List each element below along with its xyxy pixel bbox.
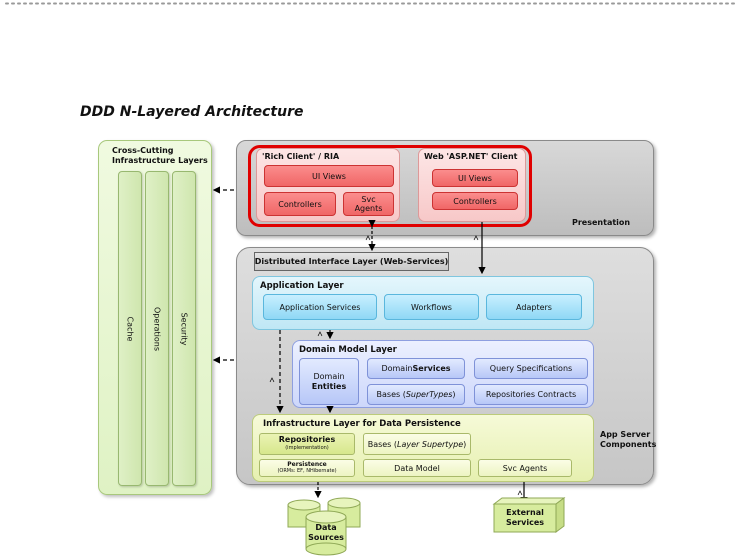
infra-bases-italic: Layer Supertype (397, 439, 464, 449)
security-column: Security (172, 171, 196, 486)
rich-svc-agents-line1: Svc (361, 195, 376, 204)
app-server-line1: App Server (600, 430, 651, 439)
application-services: Application Services (263, 294, 377, 320)
domain-services-bold: Services (412, 364, 451, 373)
rich-client-title: 'Rich Client' / RIA (262, 152, 340, 161)
infra-svc-agents: Svc Agents (478, 459, 572, 477)
domain-bases-prefix: Bases ( (376, 390, 406, 399)
persistence: Persistence (ORMs: EF, NHibernate) (259, 459, 355, 477)
hint-arrow-2 (473, 235, 479, 241)
domain-bases: Bases ( SuperTypes ) (367, 384, 465, 405)
external-services-group (492, 497, 566, 533)
operations-column: Operations (145, 171, 169, 486)
infra-bases: Bases ( Layer Supertype ) (363, 433, 471, 455)
data-sources-line1: Data (315, 523, 337, 532)
external-services-label: External Services (494, 508, 556, 528)
domain-bases-italic: SuperTypes (405, 390, 453, 399)
hint-arrow-5 (517, 490, 523, 496)
infra-bases-suffix: ) (463, 439, 467, 449)
domain-entities: Domain Entities (299, 358, 359, 405)
data-sources-label: Data Sources (306, 523, 346, 543)
app-server-line2: Components (600, 440, 657, 449)
cross-cutting-title: Cross-Cutting Infrastructure Layers (112, 146, 208, 166)
presentation-label: Presentation (572, 218, 631, 227)
domain-model-layer: Domain Model Layer Domain Entities Domai… (292, 340, 594, 408)
infrastructure-layer: Infrastructure Layer for Data Persistenc… (252, 414, 594, 482)
repositories-label: Repositories (278, 435, 336, 444)
rich-ui-views: UI Views (264, 165, 394, 187)
web-client-title: Web 'ASP.NET' Client (424, 152, 518, 161)
top-dotted-divider (5, 2, 739, 5)
repositories-impl: Repositories (implementation) (259, 433, 355, 455)
cross-cutting-title-line1: Cross-Cutting (112, 146, 174, 155)
application-layer-title: Application Layer (260, 281, 344, 291)
domain-entities-line2: Entities (311, 381, 347, 391)
domain-model-title: Domain Model Layer (299, 345, 397, 355)
diagram-title: DDD N-Layered Architecture (80, 104, 304, 120)
rich-controllers: Controllers (264, 192, 336, 216)
external-services-line2: Services (505, 518, 545, 527)
rich-client-box: 'Rich Client' / RIA UI Views Controllers… (256, 148, 400, 222)
cross-cutting-title-line2: Infrastructure Layers (112, 156, 208, 165)
hint-arrow-3 (317, 331, 323, 337)
domain-entities-line1: Domain (313, 371, 345, 381)
domain-services: Domain Services (367, 358, 465, 379)
web-controllers: Controllers (432, 192, 518, 210)
persistence-sub: (ORMs: EF, NHibernate) (277, 468, 337, 474)
rich-svc-agents-line2: Agents (354, 204, 383, 213)
data-model: Data Model (363, 459, 471, 477)
distributed-interface-layer: Distributed Interface Layer (Web-Service… (254, 252, 449, 271)
cache-column: Cache (118, 171, 142, 486)
highlight-frame (248, 145, 532, 227)
workflows: Workflows (384, 294, 479, 320)
domain-services-prefix: Domain (381, 364, 413, 373)
infra-bases-prefix: Bases ( (367, 439, 398, 449)
repositories-contracts: Repositories Contracts (474, 384, 588, 405)
external-services-line1: External (506, 508, 544, 517)
infrastructure-title: Infrastructure Layer for Data Persistenc… (263, 419, 461, 429)
hint-arrow-1 (365, 235, 371, 241)
adapters: Adapters (486, 294, 582, 320)
app-server-label: App Server Components (600, 430, 656, 450)
application-layer: Application Layer Application Services W… (252, 276, 594, 330)
rich-svc-agents: Svc Agents (343, 192, 394, 216)
persistence-label: Persistence (287, 461, 327, 468)
domain-bases-suffix: ) (452, 390, 456, 399)
repositories-sub: (implementation) (285, 445, 329, 451)
data-sources-group (287, 497, 361, 556)
web-client-box: Web 'ASP.NET' Client UI Views Controller… (418, 148, 526, 222)
hint-arrow-4 (269, 377, 275, 383)
web-ui-views: UI Views (432, 169, 518, 187)
query-specifications: Query Specifications (474, 358, 588, 379)
data-sources-line2: Sources (308, 533, 344, 542)
